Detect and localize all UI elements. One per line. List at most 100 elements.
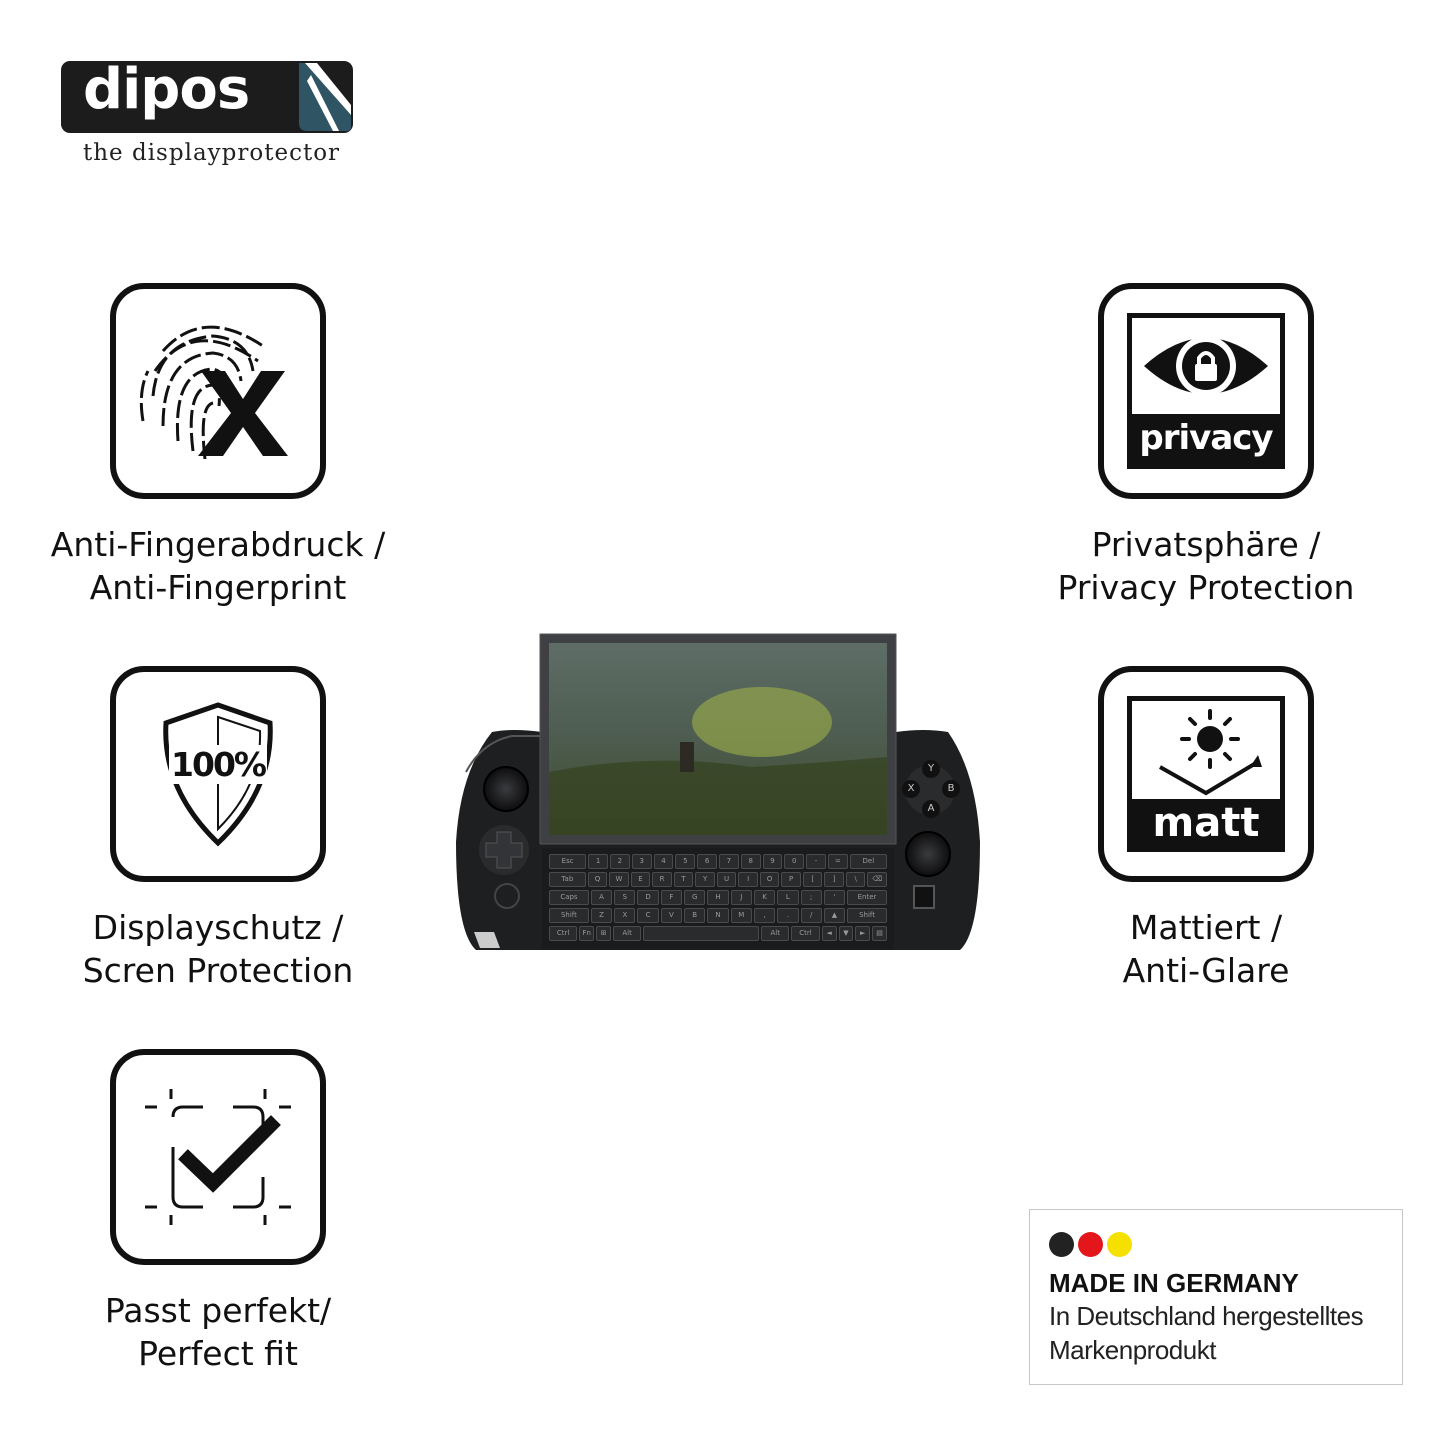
- key[interactable]: ▤: [872, 926, 887, 941]
- subtitle-line-2: Markenprodukt: [1049, 1335, 1216, 1365]
- key[interactable]: O: [759, 872, 780, 887]
- key[interactable]: M: [730, 908, 752, 923]
- key[interactable]: 3: [631, 854, 652, 869]
- key[interactable]: \: [845, 872, 866, 887]
- key[interactable]: [: [802, 872, 823, 887]
- key[interactable]: ;: [800, 890, 822, 905]
- key[interactable]: ►: [855, 926, 871, 941]
- key[interactable]: ▲: [823, 908, 846, 923]
- feature-label: Anti-Fingerabdruck / Anti-Fingerprint: [8, 523, 428, 609]
- key[interactable]: Tab: [549, 872, 586, 887]
- button-a[interactable]: A: [922, 800, 940, 818]
- key[interactable]: Esc: [549, 854, 587, 869]
- key[interactable]: Del: [849, 854, 887, 869]
- label-line-2: Privacy Protection: [1057, 568, 1355, 607]
- key[interactable]: Enter: [847, 890, 887, 905]
- right-analog-stick[interactable]: [905, 831, 951, 877]
- flag-dot-black: [1049, 1232, 1074, 1257]
- key[interactable]: W: [609, 872, 629, 887]
- key[interactable]: D: [637, 890, 659, 905]
- key[interactable]: 6: [697, 854, 717, 869]
- flag-dot-gold: [1107, 1232, 1132, 1257]
- key[interactable]: R: [652, 872, 672, 887]
- label-line-2: Anti-Glare: [1122, 951, 1290, 990]
- logo-wordmark: dipos: [83, 57, 250, 122]
- key[interactable]: Caps: [549, 890, 589, 905]
- key[interactable]: U: [716, 872, 737, 887]
- feature-label: Mattiert / Anti-Glare: [996, 906, 1416, 992]
- feature-perfect-fit: Passt perfekt/ Perfect fit: [8, 1049, 428, 1375]
- button-x[interactable]: X: [902, 780, 920, 798]
- key[interactable]: 1: [588, 854, 608, 869]
- key[interactable]: [643, 926, 760, 941]
- key[interactable]: -: [806, 854, 826, 869]
- feature-anti-glare: matt Mattiert / Anti-Glare: [996, 666, 1416, 992]
- key[interactable]: Alt: [761, 926, 790, 941]
- button-b[interactable]: B: [942, 780, 960, 798]
- key[interactable]: Shift: [847, 908, 887, 923]
- made-in-germany-badge: MADE IN GERMANY In Deutschland hergestel…: [1029, 1209, 1403, 1385]
- key[interactable]: C: [637, 908, 659, 923]
- key[interactable]: Ctrl: [549, 926, 578, 941]
- button-y[interactable]: Y: [922, 760, 940, 778]
- key[interactable]: K: [753, 890, 776, 905]
- key[interactable]: ': [823, 890, 846, 905]
- key[interactable]: 5: [675, 854, 696, 869]
- key[interactable]: Alt: [612, 926, 642, 941]
- key[interactable]: ⊞: [596, 926, 611, 941]
- key[interactable]: ⌫: [867, 872, 887, 887]
- logo-fold-icon: [299, 63, 351, 131]
- key[interactable]: J: [730, 890, 752, 905]
- key[interactable]: Q: [587, 872, 608, 887]
- key[interactable]: V: [660, 908, 683, 923]
- dipos-logo: dipos: [61, 57, 353, 133]
- fingerprint-x-icon: [110, 283, 326, 499]
- perfect-fit-check-icon: [110, 1049, 326, 1265]
- key[interactable]: A: [590, 890, 613, 905]
- key[interactable]: T: [673, 872, 694, 887]
- matt-sun-icon: matt: [1098, 666, 1314, 882]
- key[interactable]: Fn: [579, 926, 595, 941]
- key[interactable]: Z: [590, 908, 613, 923]
- key[interactable]: F: [660, 890, 683, 905]
- key[interactable]: E: [630, 872, 651, 887]
- label-line-1: Privatsphäre /: [1091, 525, 1321, 564]
- key[interactable]: Shift: [549, 908, 589, 923]
- key[interactable]: ,: [753, 908, 776, 923]
- key[interactable]: G: [684, 890, 706, 905]
- key[interactable]: 4: [653, 854, 674, 869]
- key[interactable]: L: [777, 890, 799, 905]
- subtitle-line-1: In Deutschland hergestelltes: [1049, 1301, 1364, 1331]
- key[interactable]: 9: [762, 854, 783, 869]
- key[interactable]: 2: [610, 854, 630, 869]
- key[interactable]: /: [800, 908, 822, 923]
- key[interactable]: ◄: [821, 926, 837, 941]
- key[interactable]: H: [707, 890, 729, 905]
- key[interactable]: Ctrl: [791, 926, 820, 941]
- key[interactable]: I: [738, 872, 758, 887]
- key[interactable]: 8: [740, 854, 761, 869]
- sun-reflection-icon: [1159, 709, 1262, 796]
- label-line-2: Perfect fit: [138, 1334, 298, 1373]
- key[interactable]: S: [614, 890, 636, 905]
- label-line-2: Scren Protection: [82, 951, 354, 990]
- key[interactable]: =: [827, 854, 848, 869]
- key[interactable]: X: [614, 908, 636, 923]
- feature-label: Privatsphäre / Privacy Protection: [996, 523, 1416, 609]
- key[interactable]: 0: [784, 854, 805, 869]
- privacy-eye-lock-icon: privacy: [1098, 283, 1314, 499]
- key[interactable]: B: [684, 908, 706, 923]
- left-analog-stick[interactable]: [483, 766, 529, 812]
- logo-tagline: the displayprotector: [83, 140, 341, 166]
- key[interactable]: ]: [824, 872, 844, 887]
- key[interactable]: ▼: [838, 926, 854, 941]
- key[interactable]: Y: [695, 872, 715, 887]
- label-line-1: Passt perfekt/: [104, 1291, 332, 1330]
- key[interactable]: N: [707, 908, 729, 923]
- key[interactable]: .: [777, 908, 799, 923]
- key[interactable]: P: [781, 872, 801, 887]
- key[interactable]: 7: [719, 854, 739, 869]
- x-mark-icon: [198, 371, 288, 456]
